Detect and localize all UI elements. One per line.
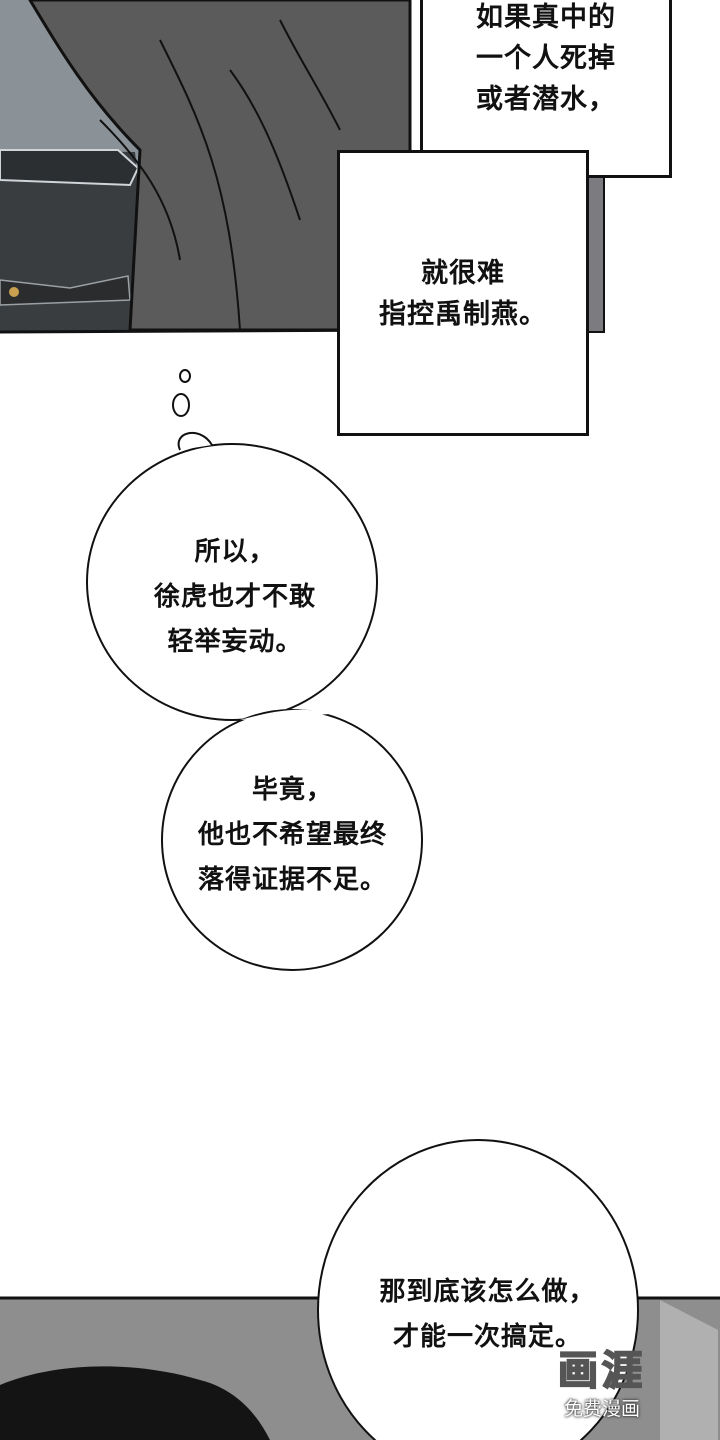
text-line: 落得证据不足。 <box>197 865 387 895</box>
top-art-panel <box>0 0 720 340</box>
text-line: 一个人死掉 <box>476 43 616 74</box>
thought-dot-medium <box>172 393 190 417</box>
text-line: 徐虎也才不敢 <box>153 582 316 612</box>
text-line: 指控禹制燕。 <box>379 299 547 330</box>
top-art-illustration <box>0 0 605 334</box>
narration-text-1: 如果真中的 一个人死掉 或者潜水， <box>423 0 669 120</box>
text-line: 毕竟， <box>251 775 333 805</box>
thought-text-1: 所以， 徐虎也才不敢 轻举妄动。 <box>110 530 360 665</box>
coat-fold-line <box>279 19 341 131</box>
narration-text-2: 就很难 指控禹制燕。 <box>340 253 586 335</box>
speech-text-3: 那到底该怎么做， 才能一次搞定。 <box>345 1270 630 1360</box>
car-emblem <box>9 287 19 297</box>
car-grille <box>0 275 131 306</box>
thought-bubble-bump <box>177 431 213 451</box>
narration-box-1: 如果真中的 一个人死掉 或者潜水， <box>420 0 672 178</box>
speech-bubble-3 <box>317 1139 639 1440</box>
watermark-logo: 画涯 <box>557 1347 646 1395</box>
thought-bubble-2 <box>161 709 423 971</box>
coat-fold-line <box>99 119 181 261</box>
watermark-subtitle: 免费漫画 <box>563 1398 640 1420</box>
watermark: 画涯 免费漫画 <box>538 1338 666 1428</box>
text-line: 他也不希望最终 <box>197 820 387 850</box>
thought-text-2: 毕竟， 他也不希望最终 落得证据不足。 <box>160 768 425 903</box>
text-line: 就很难 <box>421 258 505 289</box>
text-line: 才能一次搞定。 <box>392 1322 582 1352</box>
text-line: 那到底该怎么做， <box>379 1277 596 1307</box>
thought-bubble-1 <box>86 443 378 721</box>
car-hood <box>0 149 140 187</box>
background-shape <box>660 1300 718 1440</box>
character-hair <box>0 1366 270 1440</box>
thought-dot-small <box>179 369 191 383</box>
text-line: 或者潜水， <box>476 84 616 115</box>
text-line: 所以， <box>194 537 276 567</box>
text-line: 如果真中的 <box>476 2 616 33</box>
bubble-joint <box>240 709 330 720</box>
text-line: 轻举妄动。 <box>167 627 303 657</box>
narration-box-2: 就很难 指控禹制燕。 <box>337 150 589 436</box>
coat-fold-line <box>159 39 241 331</box>
coat-fold-line <box>229 69 301 221</box>
